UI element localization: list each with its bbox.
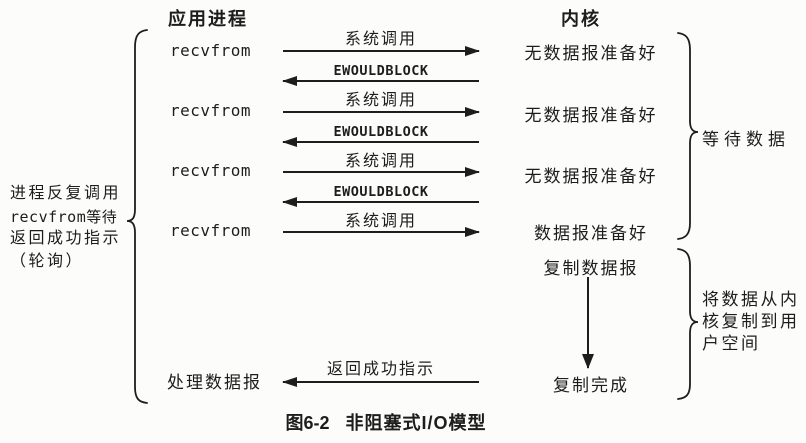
arrowhead-left-icon [282,197,297,207]
syscall-arrow-label: 系统调用 [344,213,417,230]
process-datagram-label: 处理数据报 [167,373,262,392]
copy-complete-label: 复制完成 [553,376,629,395]
kernel-state-no-datagram: 无数据报准备好 [524,44,658,63]
arrowhead-left-icon [282,76,297,86]
left-polling-brace [126,29,148,404]
copy-to-user-annotation-line: 户空间 [702,334,761,353]
wait-data-annotation: 等待数据 [702,130,790,149]
polling-annotation: 进程反复调用 recvfrom等待 返回成功指示 （轮询） [10,183,121,273]
ewouldblock-arrow-label: EWOULDBLOCK [333,63,429,79]
arrowhead-right-icon [465,46,480,56]
figure-title: 非阻塞式I/O模型 [345,413,487,433]
kernel-state-datagram-ready: 数据报准备好 [534,224,648,243]
polling-annotation-line: 进程反复调用 [10,185,122,202]
arrowhead-right-icon [465,227,480,237]
copy-to-user-annotation-line: 将数据从内 [702,290,800,309]
syscall-arrow-label: 系统调用 [344,31,417,48]
app-process-header: 应用进程 [168,9,248,29]
arrowhead-down-icon [582,354,594,369]
recvfrom-call: recvfrom [170,221,252,240]
copy-progress-arrow [582,277,594,369]
arrowhead-left-icon [282,137,297,147]
kernel-header: 内核 [561,9,601,29]
polling-annotation-line: recvfrom等待 [10,207,118,226]
syscall-arrow-label: 系统调用 [344,92,417,109]
polling-annotation-line: （轮询） [10,252,85,270]
polling-annotation-line: 返回成功指示 [10,230,122,247]
arrowhead-right-icon [465,167,480,177]
kernel-state-no-datagram: 无数据报准备好 [524,106,658,125]
figure-caption: 图6-2 非阻塞式I/O模型 [256,409,516,435]
return-success-arrow [282,377,479,387]
arrowhead-left-icon [282,377,297,387]
syscall-arrow [283,167,480,177]
ewouldblock-arrow-label: EWOULDBLOCK [333,184,429,200]
ewouldblock-arrow [282,76,479,86]
copy-datagram-label: 复制数据报 [543,259,639,278]
copy-to-user-annotation: 将数据从内 核复制到用 户空间 [702,289,800,355]
copy-to-user-annotation-line: 核复制到用 [702,312,800,331]
recvfrom-call: recvfrom [170,101,252,120]
ewouldblock-arrow [282,197,479,207]
syscall-arrow [283,227,480,237]
wait-data-brace [677,32,699,240]
ewouldblock-arrow [282,137,479,147]
syscall-arrow [283,107,480,117]
recvfrom-call: recvfrom [170,161,252,180]
syscall-arrow-label: 系统调用 [344,153,417,170]
return-success-arrow-label: 返回成功指示 [326,361,435,378]
syscall-arrow [283,46,480,56]
figure-number: 图6-2 [285,413,330,433]
recvfrom-call: recvfrom [170,41,252,60]
kernel-state-no-datagram: 无数据报准备好 [524,167,658,186]
arrowhead-right-icon [465,107,480,117]
copy-to-user-brace [677,248,699,400]
ewouldblock-arrow-label: EWOULDBLOCK [333,124,429,140]
